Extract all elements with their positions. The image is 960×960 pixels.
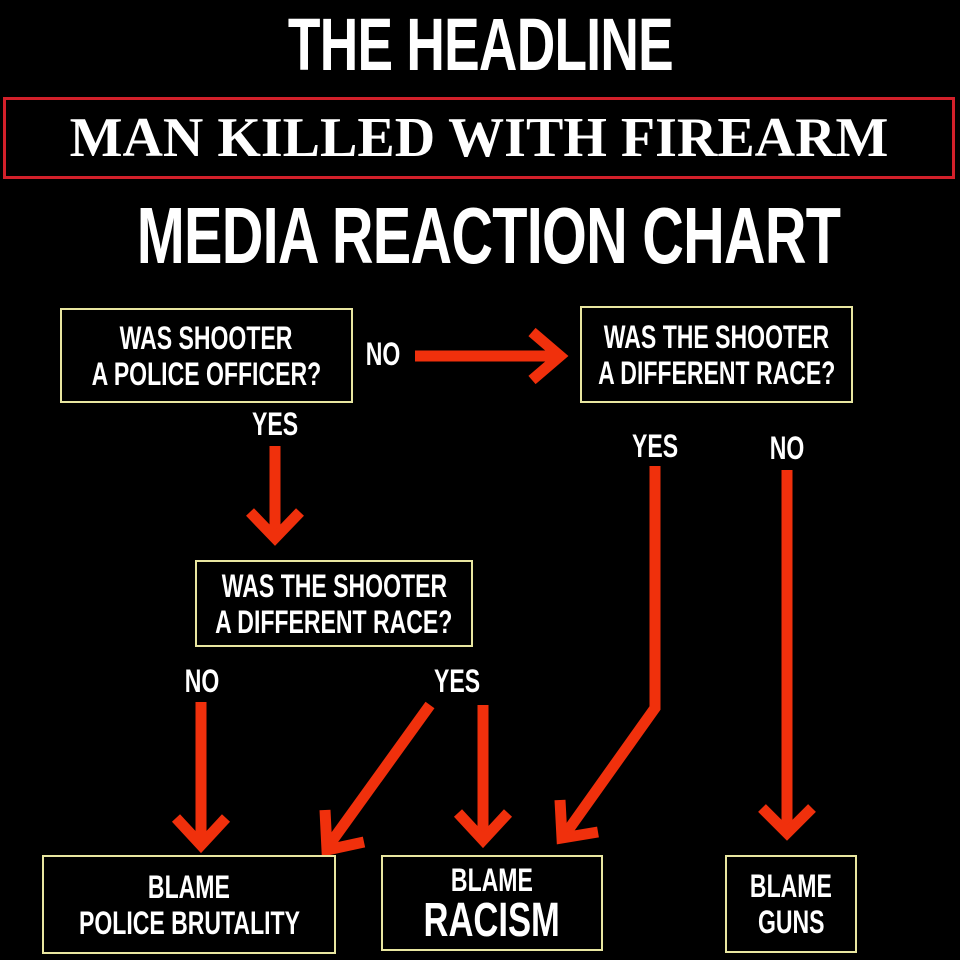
outcome-racism: BLAME RACISM — [381, 855, 603, 951]
subtitle-text: MEDIA REACTION CHART — [136, 191, 841, 280]
label-police-no: NO — [365, 336, 401, 372]
arrow-right-no — [758, 470, 816, 841]
box-text: A DIFFERENT RACE? — [215, 603, 453, 640]
arrow-police-yes — [246, 446, 304, 546]
box-text: RACISM — [423, 894, 561, 947]
label-left-yes: YES — [433, 663, 481, 699]
box-text: WAS THE SHOOTER — [603, 318, 830, 355]
box-text: A POLICE OFFICER? — [91, 355, 322, 392]
chart-subtitle: MEDIA REACTION CHART — [0, 190, 960, 282]
box-text: BLAME — [750, 868, 832, 904]
chart-title: THE HEADLINE — [0, 2, 960, 87]
label-right-no: NO — [769, 430, 805, 466]
headline-text: MAN KILLED WITH FIREARM — [69, 107, 889, 169]
box-text: WAS SHOOTER — [120, 319, 293, 356]
question-police-officer: WAS SHOOTER A POLICE OFFICER? — [60, 308, 353, 403]
box-text: BLAME — [148, 868, 230, 905]
box-text: A DIFFERENT RACE? — [597, 354, 836, 391]
arrow-left-no — [171, 702, 231, 854]
box-text: BLAME — [451, 862, 533, 898]
outcome-police-brutality: BLAME POLICE BRUTALITY — [42, 855, 336, 954]
arrow-left-yes-to-police — [319, 701, 435, 857]
label-right-yes: YES — [631, 428, 679, 464]
question-different-race-left: WAS THE SHOOTER A DIFFERENT RACE? — [195, 560, 473, 647]
arrow-right-yes — [554, 466, 661, 845]
title-text: THE HEADLINE — [287, 3, 673, 86]
label-police-yes: YES — [251, 406, 299, 442]
label-left-no: NO — [184, 663, 220, 699]
arrow-left-yes-to-racism — [453, 705, 513, 849]
outcome-guns: BLAME GUNS — [725, 855, 857, 953]
box-text: POLICE BRUTALITY — [78, 904, 300, 941]
headline-box: MAN KILLED WITH FIREARM — [3, 97, 955, 179]
box-text: WAS THE SHOOTER — [221, 567, 447, 604]
arrow-police-no — [415, 327, 569, 385]
question-different-race-right: WAS THE SHOOTER A DIFFERENT RACE? — [580, 306, 853, 403]
box-text: GUNS — [757, 904, 825, 940]
